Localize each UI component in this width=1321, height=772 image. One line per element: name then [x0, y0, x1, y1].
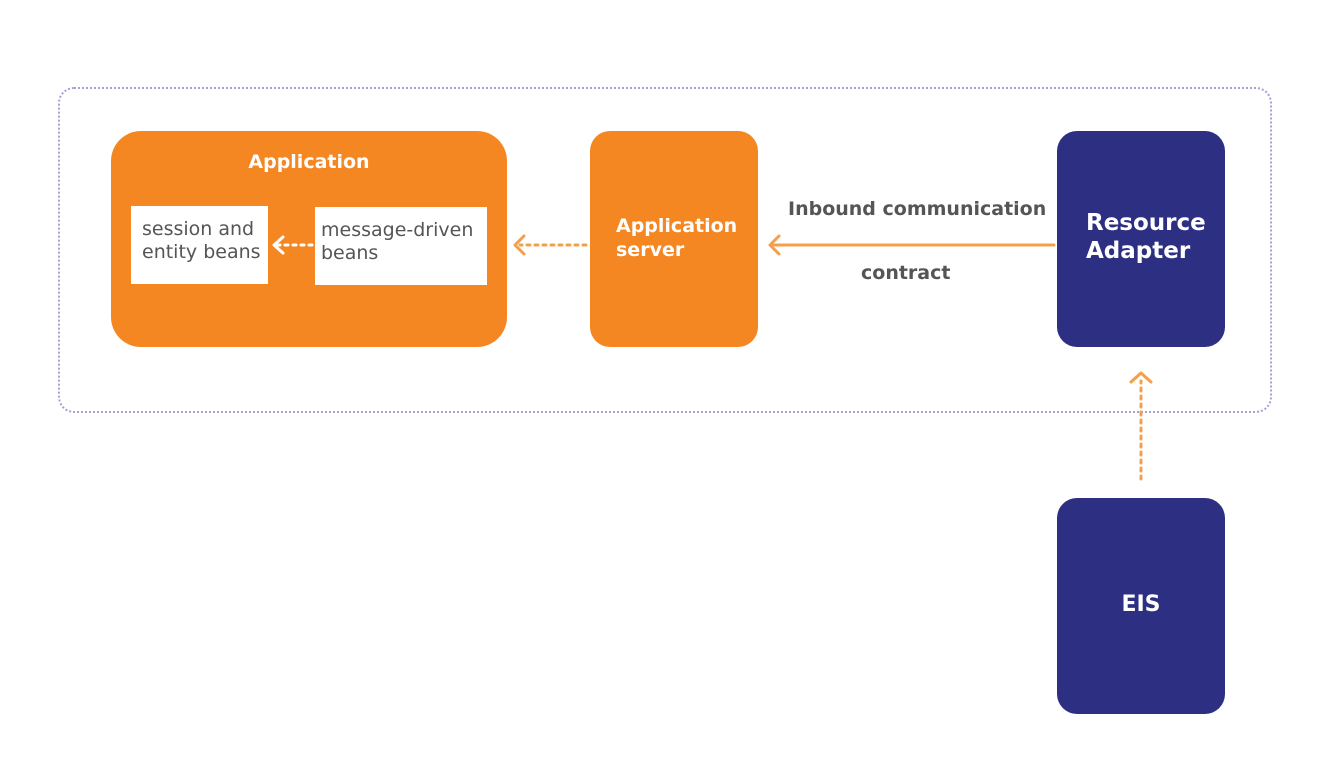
ra-line-2: Adapter: [1086, 238, 1191, 264]
session-entity-beans-node: session and entity beans: [131, 206, 268, 284]
inbound-communication-label: Inbound communication: [788, 198, 1047, 220]
application-server-node: Application server: [590, 131, 758, 347]
mdb-line-1: message-driven: [321, 219, 474, 241]
mdb-line-2: beans: [321, 242, 379, 264]
app-server-line-1: Application: [616, 215, 738, 237]
resource-adapter-node: Resource Adapter: [1057, 131, 1225, 347]
resource-adapter-label: Resource Adapter: [1086, 209, 1206, 265]
application-title: Application: [248, 151, 370, 173]
eis-label: EIS: [1121, 592, 1161, 617]
message-driven-beans-node: message-driven beans: [315, 207, 487, 285]
contract-label: contract: [861, 262, 951, 284]
session-beans-line-1: session and: [142, 218, 255, 240]
application-server-label: Application server: [616, 214, 737, 262]
eis-node: EIS: [1057, 498, 1225, 714]
container-boundary: [58, 87, 1272, 413]
app-server-line-2: server: [616, 239, 685, 261]
ra-line-1: Resource: [1086, 210, 1206, 236]
session-beans-line-2: entity beans: [142, 241, 261, 263]
